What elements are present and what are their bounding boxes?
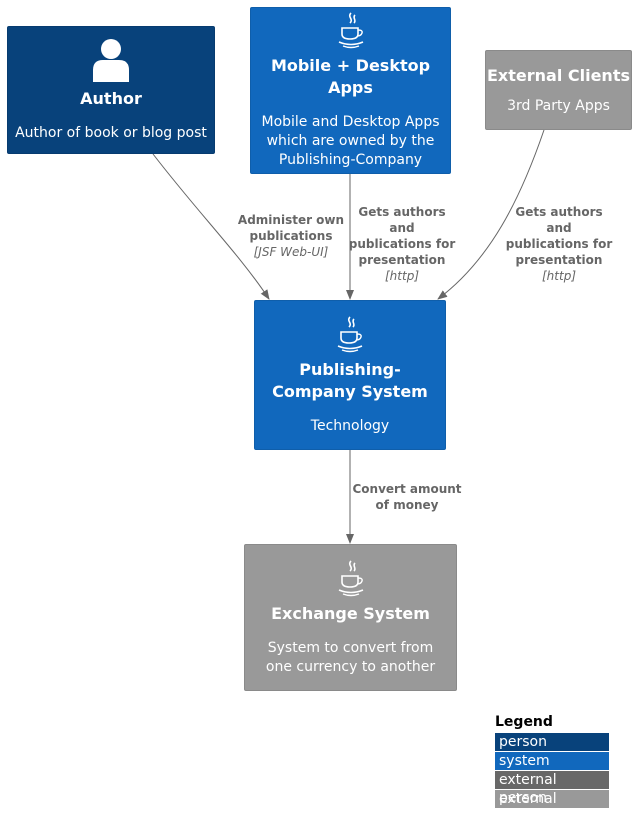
exchange-system-description: System to convert from one currency to a… — [265, 639, 436, 675]
relation-technology: [JSF Web-UI] — [253, 245, 329, 259]
relation-text: Gets authors and publications for presen… — [348, 205, 456, 267]
relation-label-clients: Gets authors and publications for presen… — [503, 204, 615, 284]
publishing-system-description: Technology — [310, 417, 390, 434]
relation-text: Gets authors and publications for presen… — [505, 205, 613, 267]
connector-clients-to-publishing — [437, 129, 545, 300]
relation-technology: [http] — [542, 269, 576, 283]
exchange-system-title: Exchange System — [271, 603, 430, 623]
legend-title: Legend — [495, 714, 553, 730]
publishing-system-box[interactable]: Publishing-Company System Technology — [254, 300, 446, 450]
legend-item-external-person: external person — [495, 771, 609, 806]
apps-box[interactable]: Mobile + Desktop Apps Mobile and Desktop… — [250, 7, 451, 174]
apps-title: Mobile + Desktop Apps — [270, 56, 431, 97]
legend-item-external-system: external system — [495, 790, 609, 825]
legend-item-person: person — [495, 733, 609, 751]
relation-label-apps: Gets authors and publications for presen… — [347, 204, 457, 284]
exchange-system-box[interactable]: Exchange System System to convert from o… — [244, 544, 457, 691]
relation-text: Administer own publications — [237, 213, 345, 243]
connector-author-to-publishing — [152, 153, 270, 300]
author-title: Author — [80, 88, 142, 108]
java-icon — [337, 315, 363, 352]
external-clients-box[interactable]: External Clients 3rd Party Apps — [485, 50, 632, 130]
external-clients-description: 3rd Party Apps — [507, 97, 610, 114]
relation-technology: [http] — [385, 269, 419, 283]
relation-label-author: Administer own publications [JSF Web-UI] — [237, 212, 345, 260]
legend-item-system: system — [495, 752, 609, 770]
author-box[interactable]: Author Author of book or blog post — [7, 26, 215, 154]
external-clients-title: External Clients — [486, 65, 630, 85]
java-icon — [338, 12, 363, 49]
relation-label-exchange: Convert amount of money — [347, 481, 467, 513]
java-icon — [338, 559, 363, 596]
apps-description: Mobile and Desktop Apps which are owned … — [261, 114, 440, 168]
legend: Legend person system external person ext… — [495, 713, 609, 825]
publishing-system-title: Publishing-Company System — [272, 359, 428, 401]
relation-text: Convert amount of money — [352, 482, 462, 512]
author-description: Author of book or blog post — [15, 124, 207, 141]
person-icon — [93, 38, 129, 82]
